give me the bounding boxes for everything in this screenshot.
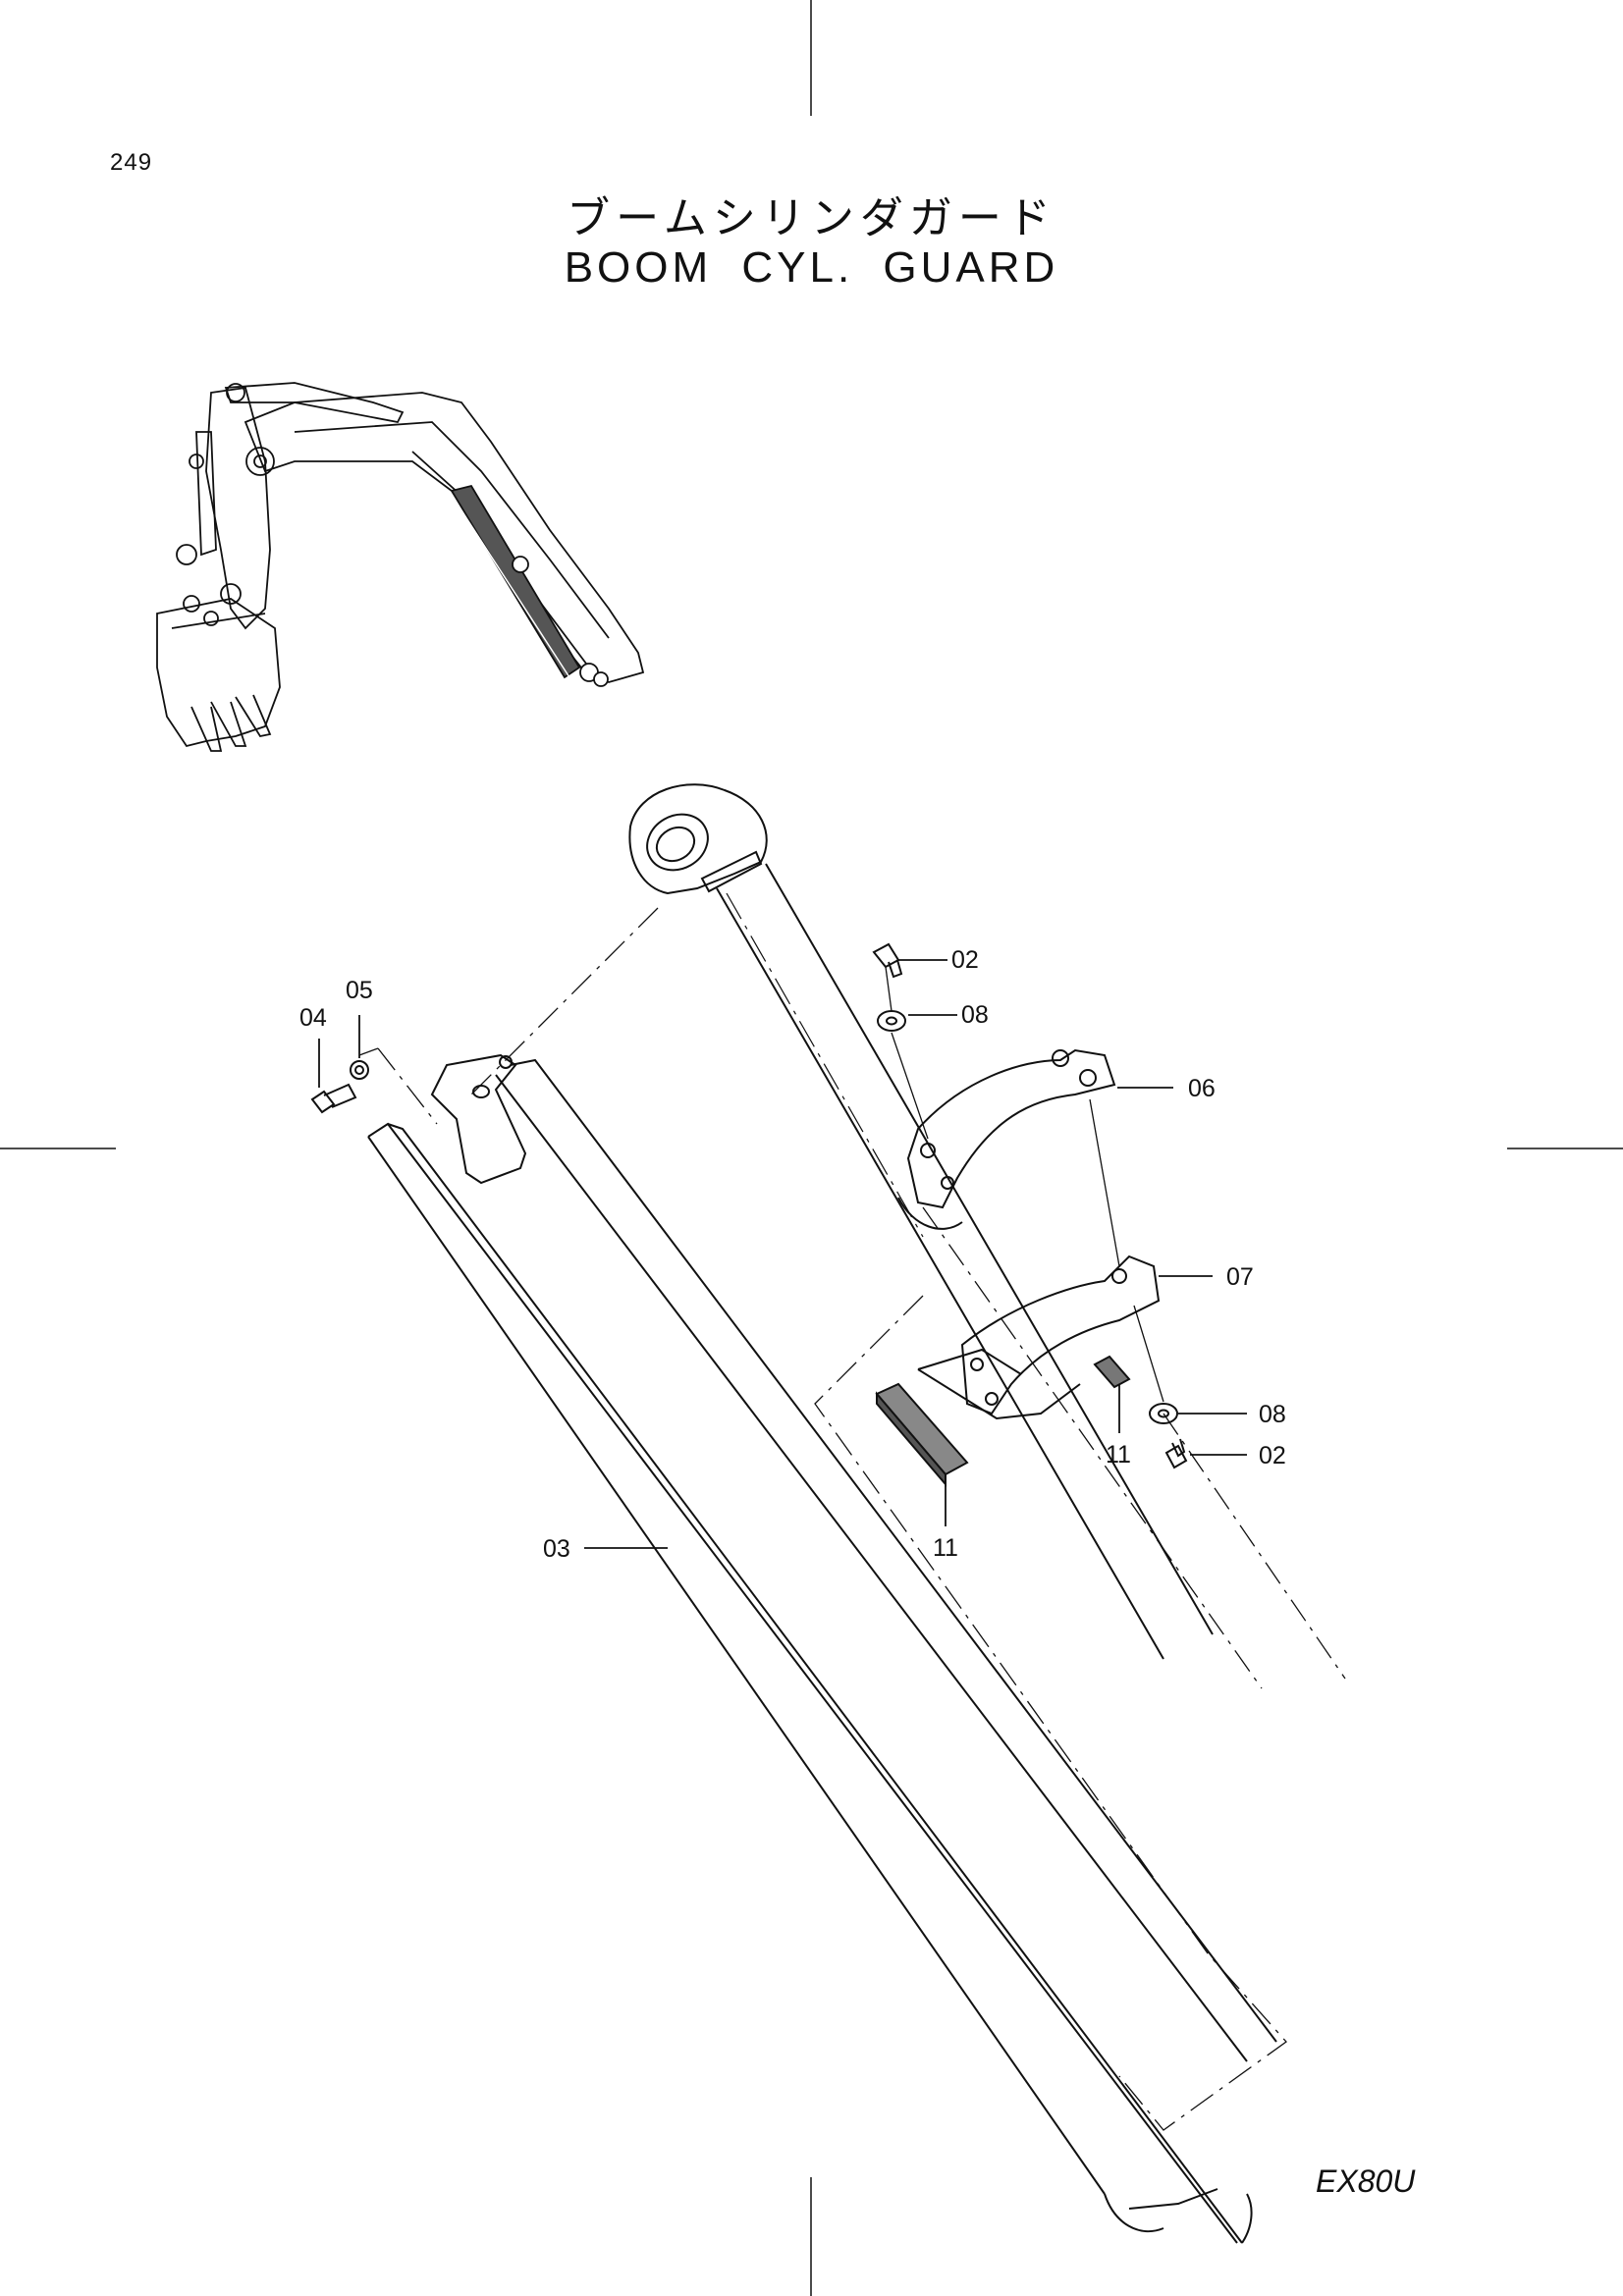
- callout-02-lower: 02: [1259, 1442, 1286, 1469]
- callout-03: 03: [543, 1535, 570, 1563]
- callout-11-left: 11: [933, 1534, 958, 1562]
- guard-pad: [875, 1355, 1131, 1487]
- page-number: 249: [110, 149, 153, 176]
- callout-08-lower: 08: [1259, 1401, 1286, 1428]
- upper-clamp: [897, 1048, 1116, 1230]
- lower-clamp: [917, 1255, 1161, 1420]
- callout-02-upper: 02: [951, 946, 979, 974]
- leader-lines: [318, 959, 1247, 1549]
- callout-08-upper: 08: [961, 1001, 989, 1029]
- boom-cylinder: [628, 783, 1214, 1660]
- callout-04: 04: [299, 1004, 327, 1032]
- callout-06: 06: [1188, 1075, 1216, 1102]
- callout-07: 07: [1226, 1263, 1254, 1291]
- callout-11-right: 11: [1106, 1441, 1131, 1468]
- excavator-overview-illustration: [156, 382, 645, 752]
- hardware: [310, 942, 1346, 1689]
- title-english: BOOM CYL. GUARD: [564, 243, 1059, 292]
- title-japanese: ブームシリンダガード: [567, 193, 1056, 243]
- boom-cylinder-guard: [367, 907, 1287, 2244]
- callout-05: 05: [346, 977, 373, 1004]
- model-label: EX80U: [1316, 2163, 1416, 2199]
